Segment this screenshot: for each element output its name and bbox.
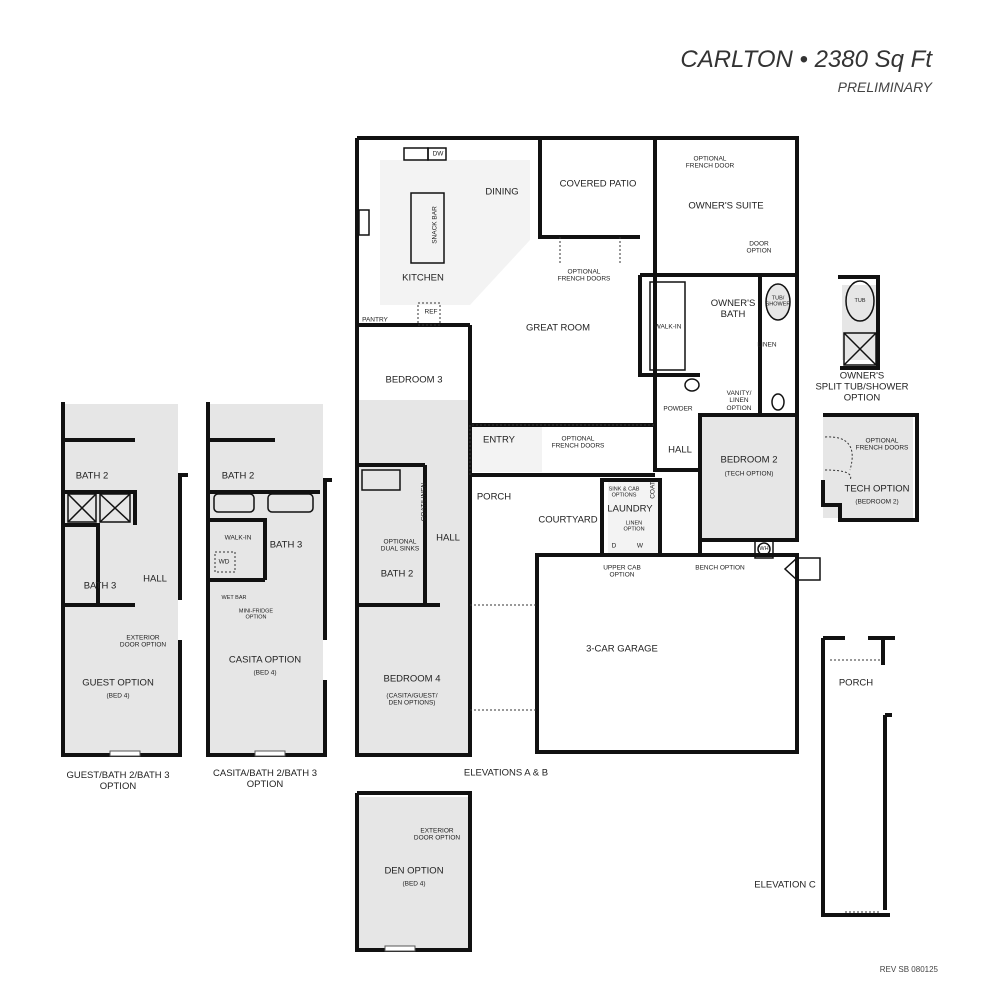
casita-bath-2: BATH 2 [221,470,255,482]
room-garage: 3-CAR GARAGE [586,643,658,655]
plan-title: CARLTON • 2380 Sq Ft [680,46,932,73]
tech-room: TECH OPTION [844,483,910,495]
split-tub-caption: OWNER'S SPLIT TUB/SHOWER OPTION [815,370,909,404]
optional-dual-sinks-label: OPTIONAL DUAL SINKS [380,538,420,553]
linen-option-label: LINEN OPTION [623,520,645,533]
casita-option-walls [206,402,332,757]
casita-wd: WD [218,558,230,566]
optional-french-doors-patio-label: OPTIONAL FRENCH DOORS [557,268,611,283]
room-bath-2: BATH 2 [380,568,414,580]
room-dining: DINING [485,186,519,198]
door-option-label: DOOR OPTION [746,240,772,255]
room-porch: PORCH [476,491,512,503]
room-entry: ENTRY [482,434,516,446]
room-bedroom-2: BEDROOM 2 [720,454,778,466]
coat-linen-label: COAT/LINEN [420,482,428,522]
room-owners-suite: OWNER'S SUITE [688,200,764,212]
optional-french-doors-entry-label: OPTIONAL FRENCH DOORS [551,435,605,450]
casita-walk-in: WALK-IN [224,534,252,542]
den-room-sub: (BED 4) [402,880,426,888]
split-tub-label: TUB [854,297,866,304]
optional-french-door-label: OPTIONAL FRENCH DOOR [685,155,735,170]
vanity-linen-option-label: VANITY/ LINEN OPTION [726,389,752,412]
casita-wet-bar: WET BAR [221,594,247,601]
room-bedroom-3: BEDROOM 3 [385,374,443,386]
casita-room-sub: (BED 4) [253,669,277,677]
pantry-label: PANTRY [362,316,388,324]
guest-hall: HALL [143,573,167,585]
room-covered-patio: COVERED PATIO [559,178,637,190]
elevation-c-caption: ELEVATION C [754,879,816,891]
plan-status: PRELIMINARY [837,79,932,95]
linen-label: LINEN [757,341,777,349]
den-option-walls [355,791,472,952]
guest-room: GUEST OPTION [82,677,154,689]
revision-code: REV SB 080125 [879,965,938,974]
snack-bar-label: SNACK BAR [431,206,439,244]
main-plan-walls [355,136,799,757]
dryer-label: D [611,542,617,550]
washer-label: W [636,542,644,550]
guest-option-walls [61,402,188,757]
dishwasher-label: DW [432,150,444,158]
coat-label: COAT [649,481,657,499]
bench-option-label: BENCH OPTION [695,564,745,572]
room-hall-right: HALL [668,444,692,456]
ref-label: REF [424,308,438,316]
den-exterior-door-label: EXTERIOR DOOR OPTION [413,827,461,842]
split-tub-option-walls [838,275,880,370]
den-room: DEN OPTION [384,865,444,877]
room-courtyard: COURTYARD [538,514,598,526]
tech-option-walls [821,413,919,522]
tech-room-sub: (BEDROOM 2) [855,498,899,506]
guest-room-sub: (BED 4) [106,692,130,700]
room-hall-left: HALL [436,532,460,544]
sink-cab-options-label: SINK & CAB OPTIONS [608,486,640,499]
bedroom-4-sub: (CASITA/GUEST/ DEN OPTIONS) [386,692,438,707]
casita-option-caption: CASITA/BATH 2/BATH 3 OPTION [213,768,317,790]
guest-bath-2: BATH 2 [75,470,109,482]
main-plan-details [358,147,821,711]
tech-french-doors-label: OPTIONAL FRENCH DOORS [855,437,909,452]
casita-room: CASITA OPTION [228,654,302,666]
water-heater-label: WH [759,545,769,552]
elevation-c-porch: PORCH [838,677,874,689]
room-bedroom-4: BEDROOM 4 [383,673,441,685]
room-great-room: GREAT ROOM [525,322,591,334]
room-powder: POWDER [663,405,693,413]
tub-shower-label: TUB/ SHOWER [765,295,791,308]
room-owners-bath: OWNER'S BATH [710,298,756,320]
room-kitchen: KITCHEN [402,272,444,284]
guest-exterior-door-label: EXTERIOR DOOR OPTION [119,634,167,649]
main-plan-caption: ELEVATIONS A & B [463,767,549,779]
bedroom-2-sub: (TECH OPTION) [724,470,774,478]
room-walk-in: WALK-IN [654,323,682,331]
elevation-c-walls [821,636,895,917]
casita-mini-fridge: MINI-FRIDGE OPTION [238,608,274,621]
guest-option-caption: GUEST/BATH 2/BATH 3 OPTION [66,770,170,792]
upper-cab-option-label: UPPER CAB OPTION [603,564,641,579]
room-laundry: LAUNDRY [607,503,653,515]
casita-bath-3: BATH 3 [269,539,303,551]
guest-bath-3: BATH 3 [83,580,117,592]
